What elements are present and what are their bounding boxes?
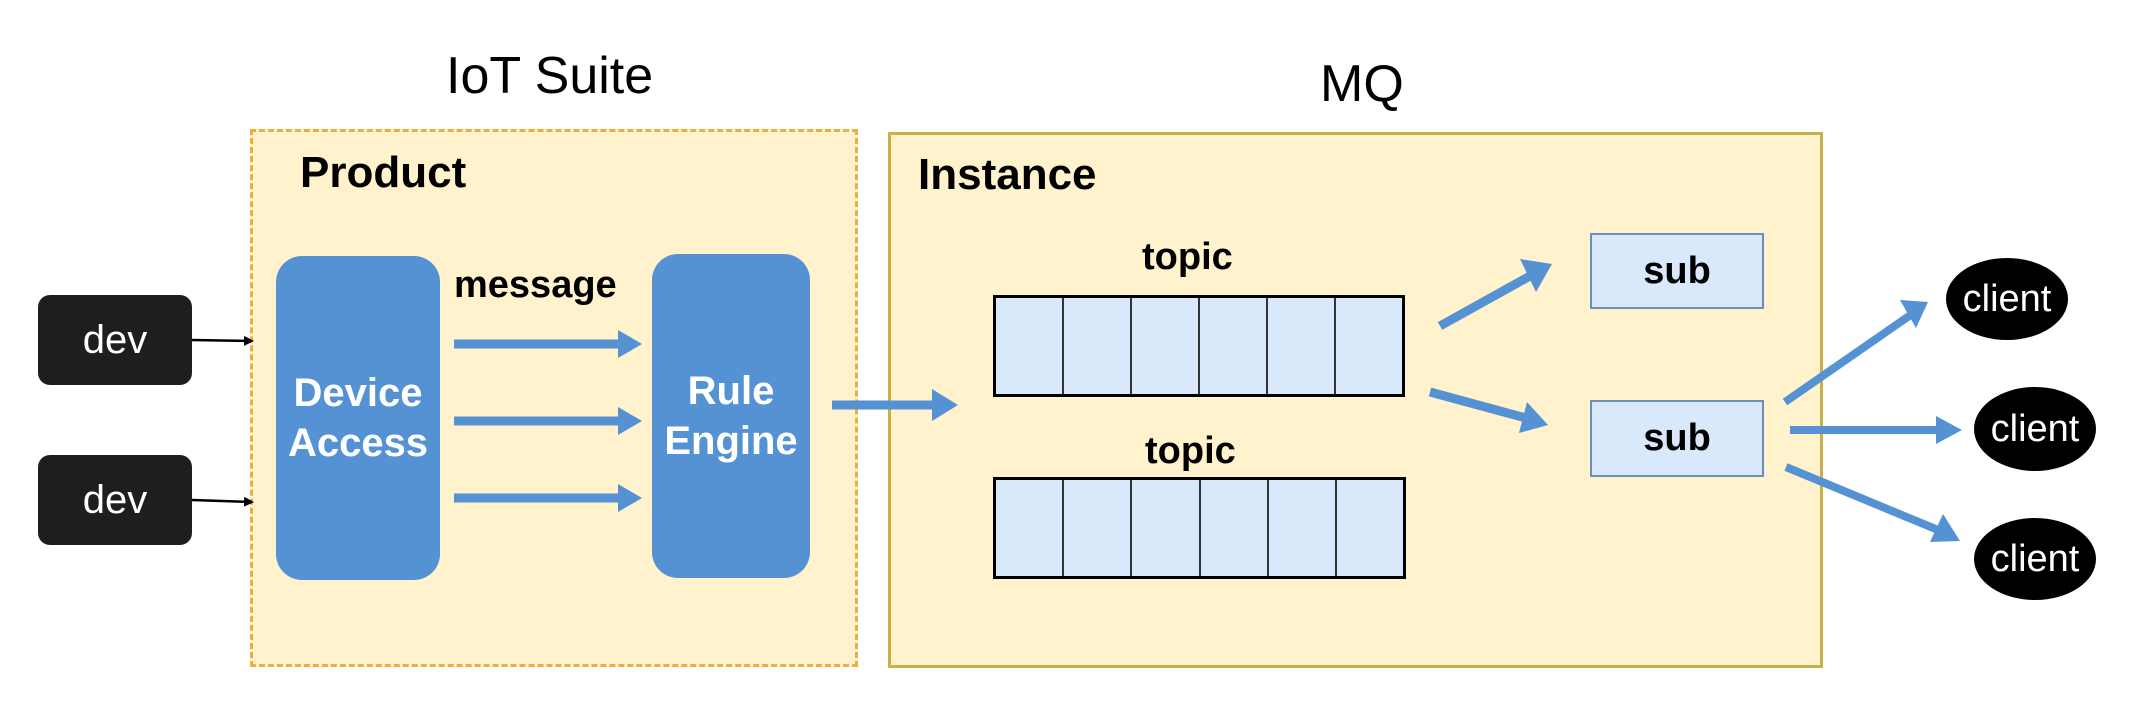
message-arrow [454,330,642,358]
rule-engine-block: Rule Engine [652,254,810,578]
sub-to-client-arrow [1790,416,1962,444]
message-arrow [454,407,642,435]
rule-engine-line1: Rule [687,369,775,413]
topic-label: topic [1145,430,1236,472]
topic-queue [993,477,1406,579]
device-access-line2: Access [287,421,429,465]
device-to-access-arrow [191,335,254,346]
device-box: dev [38,455,192,545]
message-label: message [454,264,617,306]
queue-cell [1268,298,1336,394]
queue-cell [1269,480,1337,576]
device-box: dev [38,295,192,385]
queue-cell [1201,480,1269,576]
mq-title: MQ [1320,55,1404,113]
message-arrow [454,484,642,512]
device-to-access-arrow [191,496,254,507]
subscription-box: sub [1590,400,1764,477]
client-node: client [1974,518,2096,600]
queue-cell [1200,298,1268,394]
sub-to-client-arrow [1784,463,1960,542]
instance-label: Instance [918,150,1097,199]
sub-to-client-arrow [1782,300,1928,406]
topic-queue [993,295,1405,397]
topic-to-sub-arrow [1437,259,1552,330]
rule-engine-line2: Engine [664,419,798,463]
queue-cell [1064,480,1133,576]
device-access-line1: Device [293,371,423,415]
queue-cell [1064,298,1132,394]
iot-suite-title: IoT Suite [446,47,654,105]
queue-cell [996,298,1064,394]
client-node: client [1974,387,2096,471]
queue-cell [1132,298,1200,394]
queue-cell [996,480,1065,576]
subscription-box: sub [1590,233,1764,309]
device-access-block: Device Access [276,256,440,580]
topic-to-sub-arrow [1428,387,1548,433]
rule-engine-to-instance-arrow [832,389,958,421]
queue-cell [1132,480,1201,576]
client-node: client [1946,258,2068,340]
topic-label: topic [1142,236,1233,278]
product-label: Product [300,148,467,197]
